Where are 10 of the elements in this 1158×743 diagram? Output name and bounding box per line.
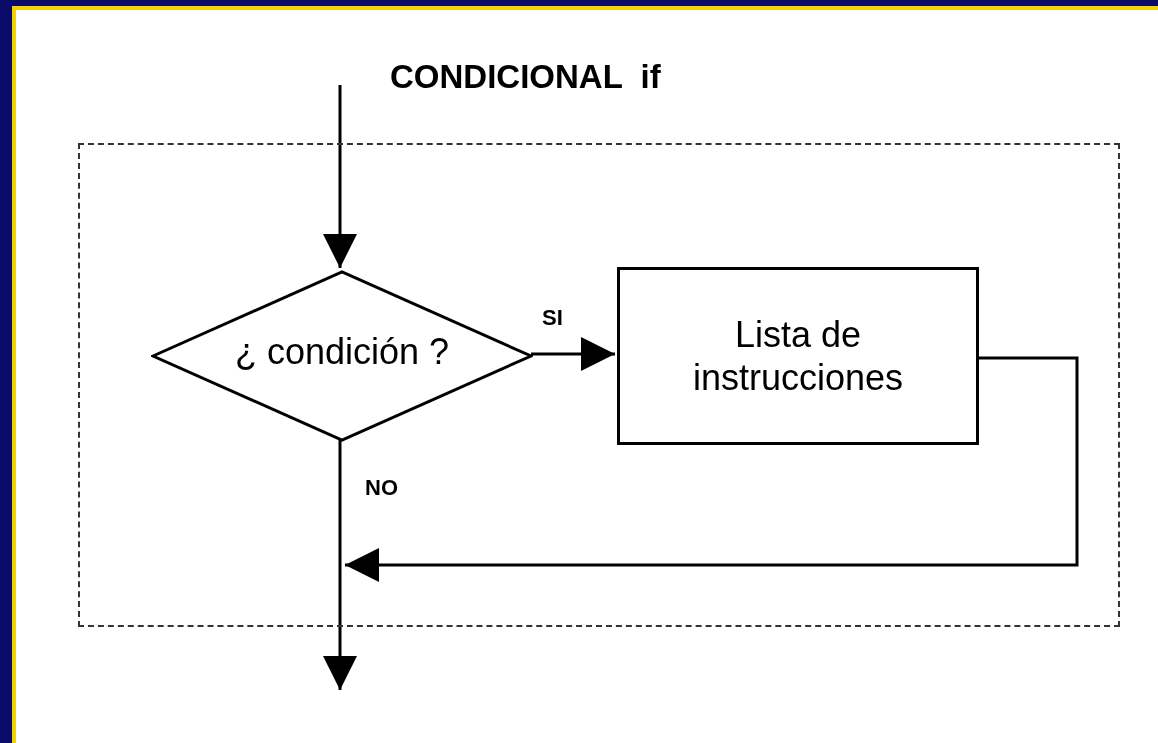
title: CONDICIONAL if bbox=[390, 58, 661, 96]
arrow bbox=[531, 337, 615, 371]
arrow bbox=[323, 85, 357, 268]
dashed-frame bbox=[78, 143, 1120, 627]
decision-diamond bbox=[151, 270, 533, 442]
arrow bbox=[345, 356, 1079, 582]
node-text: ¿ condición ? bbox=[234, 330, 450, 375]
arrow bbox=[323, 440, 357, 690]
node-text: Lista de instrucciones bbox=[691, 312, 905, 400]
process-box bbox=[617, 267, 979, 445]
